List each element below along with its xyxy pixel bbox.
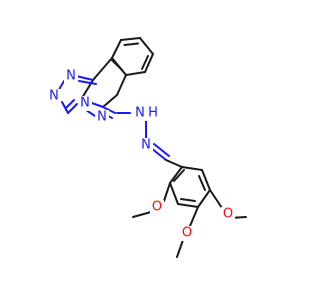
atom-n-triazole-1: N (64, 69, 78, 84)
atom-n-bridge: N (78, 96, 92, 111)
bond-layer (56, 37, 247, 258)
atom-layer: N N N N N H N O (47, 69, 235, 241)
svg-text:N: N (135, 106, 145, 121)
svg-text:O: O (182, 226, 192, 241)
svg-text:N: N (66, 69, 76, 84)
svg-text:N: N (141, 138, 151, 153)
svg-text:O: O (152, 200, 162, 215)
svg-text:N: N (80, 96, 90, 111)
svg-text:N: N (49, 89, 59, 104)
atom-o-left: O (150, 200, 164, 215)
atom-nh: N (133, 106, 147, 121)
svg-text:O: O (223, 207, 233, 222)
atom-o-mid: O (180, 226, 194, 241)
molecule-structure: N N N N N H N O (47, 37, 247, 258)
svg-text:H: H (148, 106, 158, 121)
atom-o-right: O (221, 207, 235, 222)
atom-n-triazole-2: N (47, 89, 61, 104)
atom-n-imine: N (139, 138, 153, 153)
atom-n-pyridazine: N (95, 110, 109, 125)
svg-text:N: N (97, 110, 107, 125)
atom-h: H (147, 106, 159, 121)
